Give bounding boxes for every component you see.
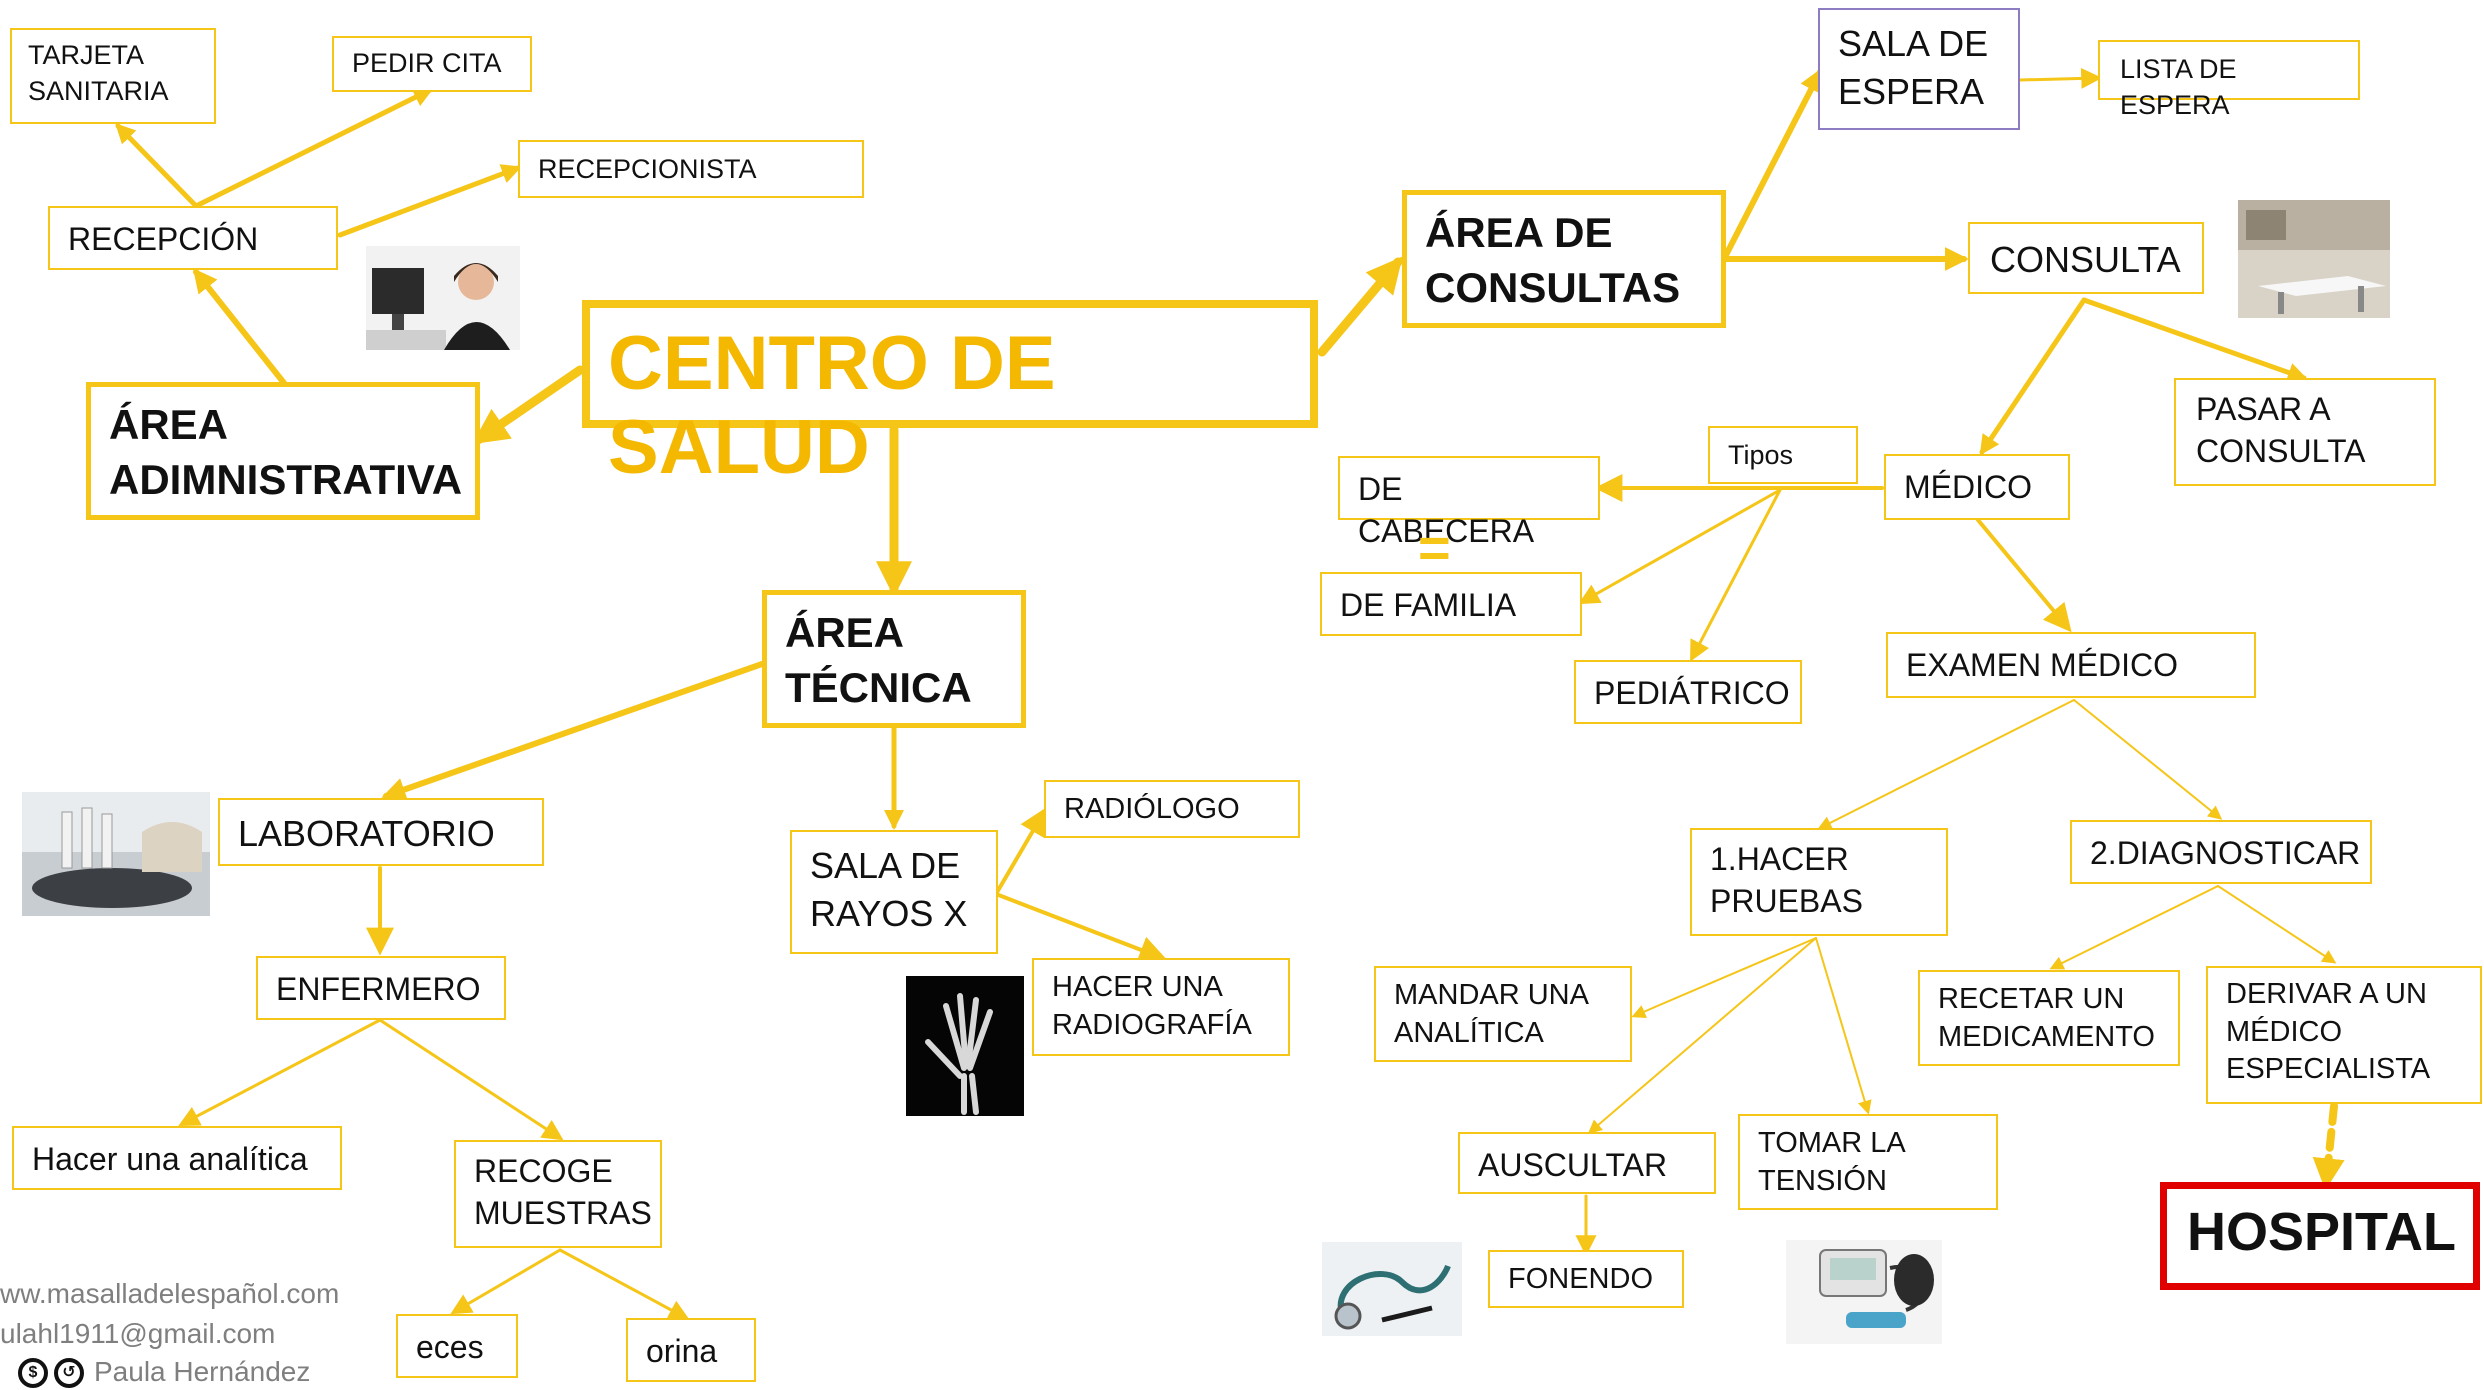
enfermero-node: ENFERMERO	[256, 956, 506, 1020]
link-main-administrativa	[472, 365, 585, 445]
link-examen-diagnosticar	[2073, 699, 2223, 820]
exam-room-photo	[2238, 200, 2390, 318]
hacer-analitica-node: Hacer una analítica	[12, 1126, 342, 1190]
recepcionista-node: RECEPCIONISTA	[518, 140, 864, 198]
tarjeta-sanitaria-node: TARJETA SANITARIA	[10, 28, 216, 124]
hospital-node: HOSPITAL	[2160, 1182, 2480, 1290]
link-consulta-pasar	[2081, 297, 2308, 383]
cc-sa-icon: ↺	[54, 1358, 84, 1388]
recoge-muestras-node: RECOGE MUESTRAS	[454, 1140, 662, 1248]
link-recepcion-tarjeta	[115, 123, 199, 209]
link-pruebas-auscultar	[1587, 937, 1817, 1134]
link-tecnica-laboratorio	[381, 661, 765, 801]
heces-node: eces	[396, 1314, 518, 1378]
medico-node: MÉDICO	[1884, 454, 2070, 520]
link-derivar-hospital	[2312, 1102, 2345, 1191]
main-title: CENTRO DE SALUD	[582, 300, 1318, 489]
hacer-radiografia-node: HACER UNA RADIOGRAFÍA	[1032, 958, 1290, 1056]
diagnosticar-node: 2.DIAGNOSTICAR	[2070, 820, 2372, 884]
pediatrico-node: PEDIÁTRICO	[1574, 660, 1802, 724]
area-tecnica: ÁREA TÉCNICA	[762, 590, 1026, 728]
link-sala-lista	[2018, 67, 2103, 89]
xray-hand-photo	[906, 976, 1024, 1116]
link-recoge-orina	[558, 1248, 690, 1320]
recetar-medicamento-node: RECETAR UN MEDICAMENTO	[1918, 970, 2180, 1066]
link-medico-examen	[1976, 518, 2072, 633]
link-recepcion-recepcionista	[337, 164, 522, 238]
link-pruebas-tension	[1815, 937, 1872, 1115]
de-familia-node: DE FAMILIA	[1320, 572, 1582, 636]
link-pruebas-mandar	[1631, 937, 1817, 1019]
lab-photo	[22, 792, 210, 916]
mandar-analitica-node: MANDAR UNA ANALÍTICA	[1374, 966, 1632, 1062]
lista-espera-node: LISTA DE ESPERA	[2098, 40, 2360, 120]
radiologo-node: RADIÓLOGO	[1044, 780, 1300, 838]
link-enfermero-analitica	[178, 1018, 382, 1126]
sala-espera-node: SALA DE ESPERA	[1818, 8, 2020, 130]
cc-nc-icon: $	[18, 1358, 48, 1388]
link-rayos-radiografia	[994, 892, 1168, 964]
examen-medico-node: EXAMEN MÉDICO	[1886, 632, 2256, 698]
fonendo-node: FONENDO	[1488, 1250, 1684, 1308]
link-tipos-pediatrico	[1690, 488, 1782, 662]
link-recepcion-cita	[193, 87, 434, 209]
derivar-especialista-node: DERIVAR A UN MÉDICO ESPECIALISTA	[2206, 966, 2482, 1104]
stethoscope-photo	[1322, 1242, 1462, 1336]
area-consultas: ÁREA DE CONSULTAS	[1402, 190, 1726, 328]
link-examen-pruebas	[1817, 699, 2075, 830]
link-rayos-radiologo	[994, 807, 1047, 896]
link-enfermero-recoge	[378, 1018, 564, 1141]
link-tipos-familia	[1578, 488, 1782, 605]
link-recoge-heces	[450, 1248, 562, 1315]
equals-sign: =	[1418, 516, 1451, 579]
pedir-cita-node: PEDIR CITA	[332, 36, 532, 92]
consulta-node: CONSULTA	[1968, 222, 2204, 294]
credit-email: ulahl1911@gmail.com	[0, 1318, 276, 1349]
link-admin-recepcion	[193, 268, 287, 386]
receptionist-photo	[366, 246, 520, 350]
auscultar-node: AUSCULTAR	[1458, 1132, 1716, 1194]
laboratorio-node: LABORATORIO	[218, 798, 544, 866]
orina-node: orina	[626, 1318, 756, 1382]
credit-website: ww.masalladelespañol.com	[0, 1278, 340, 1309]
de-cabecera-node: DE CABECERA	[1338, 456, 1600, 549]
pasar-consulta-node: PASAR A CONSULTA	[2174, 378, 2436, 486]
link-main-consultas	[1317, 256, 1403, 357]
sala-rayos-node: SALA DE RAYOS X	[790, 830, 998, 954]
credit-author: Paula Hernández	[94, 1356, 311, 1387]
blood-pressure-photo	[1786, 1240, 1942, 1344]
link-consultas-sala	[1723, 67, 1823, 258]
recepcion-node: RECEPCIÓN	[48, 206, 338, 270]
area-administrativa: ÁREA ADIMNISTRATIVA	[86, 382, 480, 520]
tipos-node: Tipos	[1708, 426, 1858, 484]
link-consulta-medico	[1979, 297, 2087, 456]
link-diag-recetar	[2049, 885, 2219, 970]
hacer-pruebas-node: 1.HACER PRUEBAS	[1690, 828, 1948, 936]
link-diag-derivar	[2217, 885, 2337, 964]
tomar-tension-node: TOMAR LA TENSIÓN	[1738, 1114, 1998, 1210]
